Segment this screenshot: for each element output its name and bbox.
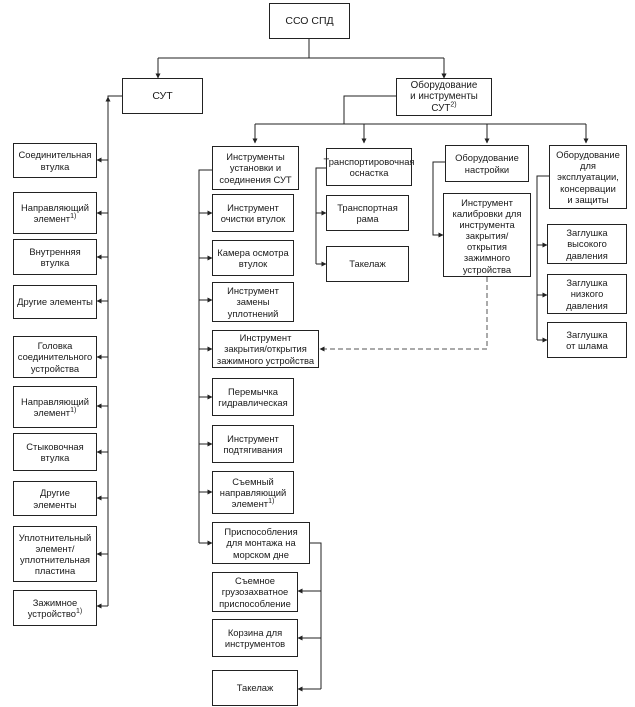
- install-tool: Инструмент очистки втулок: [212, 194, 294, 232]
- sut-part: Направляющий элемент1): [13, 386, 97, 428]
- sut-node-label: СУТ: [152, 89, 173, 102]
- transport-item: Такелаж: [326, 246, 409, 282]
- install-tool: Инструмент закрытия/открытия зажимного у…: [212, 330, 319, 368]
- link-root-branch: [157, 39, 444, 78]
- install-tools-header: Инструменты установки и соединения СУТ: [212, 146, 299, 190]
- sut-node: СУТ: [122, 78, 203, 114]
- root-node-label: ССО СПД: [285, 14, 334, 27]
- link-install-spine: [198, 169, 212, 543]
- subsea-item: Съемное грузозахватное приспособление: [212, 572, 298, 612]
- equipment-note-marker: 2): [450, 101, 457, 109]
- equipment-node-label: Оборудование и инструменты СУТ2): [410, 79, 478, 114]
- setup-header: Оборудование настройки: [445, 145, 529, 182]
- link-equip-branch: [255, 95, 586, 125]
- sut-part: Головка соединительного устройства: [13, 336, 97, 378]
- install-tool: Камера осмотра втулок: [212, 240, 294, 276]
- install-tool: Инструмент подтягивания: [212, 425, 294, 463]
- link-sut-spine: [107, 95, 122, 606]
- link-ops-spine: [536, 175, 549, 340]
- sut-part: Направляющий элемент1): [13, 192, 97, 234]
- sut-part: Другие элементы: [13, 285, 97, 319]
- link-transport-spine: [315, 167, 326, 264]
- dashed-calibration-link: [319, 277, 488, 352]
- equipment-node: Оборудование и инструменты СУТ2): [396, 78, 492, 116]
- subsea-header: Приспособления для монтажа на морском дн…: [212, 522, 310, 564]
- sut-part: Зажимное устройство1): [13, 590, 97, 626]
- ops-header: Оборудование для эксплуатации, консервац…: [549, 145, 627, 209]
- subsea-item: Такелаж: [212, 670, 298, 706]
- install-tool: Съемный направляющий элемент1): [212, 471, 294, 514]
- sut-part: Соединительная втулка: [13, 143, 97, 178]
- link-subsea-spine: [310, 542, 322, 689]
- install-tool: Перемычка гидравлическая: [212, 378, 294, 416]
- ops-item: Заглушка от шлама: [547, 322, 627, 358]
- sut-part: Уплотнительный элемент/ уплотнительная п…: [13, 526, 97, 582]
- root-node: ССО СПД: [269, 3, 350, 39]
- transport-item: Транспортная рама: [326, 195, 409, 231]
- sut-part: Другие элементы: [13, 481, 97, 516]
- subsea-item: Корзина для инструментов: [212, 619, 298, 657]
- sut-part: Стыковочная втулка: [13, 433, 97, 471]
- transport-header: Транспортировочная оснастка: [324, 148, 415, 186]
- ops-item: Заглушка высокого давления: [547, 224, 627, 264]
- ops-item: Заглушка низкого давления: [547, 274, 627, 314]
- setup-item: Инструмент калибровки для инструмента за…: [443, 193, 531, 277]
- install-tool: Инструмент замены уплотнений: [212, 282, 294, 322]
- sut-part: Внутренняя втулка: [13, 239, 97, 275]
